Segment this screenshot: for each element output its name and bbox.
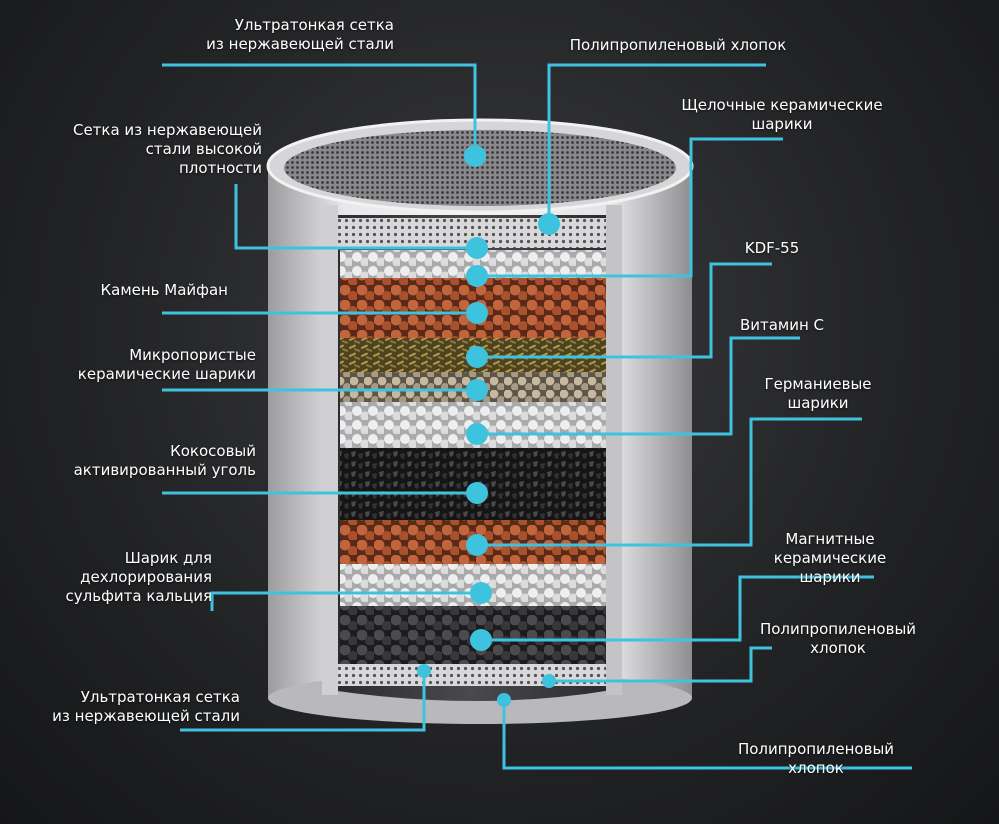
label-microporous-balls: Микропористые керамические шарики [77,346,256,383]
label-ultra-mesh-bottom: Ультратонкая сетка из нержавеющей стали [52,688,240,725]
inner-wall-left [322,205,338,695]
marker-dot [466,265,488,287]
label-germanium-balls: Германиевые шарики [764,375,872,412]
label-pp-cotton-mid: Полипропиленовый хлопок [759,620,917,657]
marker-dot [466,423,488,445]
label-coconut-carbon: Кокосовый активированный уголь [73,442,256,479]
marker-dot [466,237,488,259]
top-mesh [284,130,676,206]
marker-dot [466,379,488,401]
leader-pp-cotton-bottom [502,700,912,770]
label-vitamin-c: Витамин С [739,316,825,334]
label-alkaline-balls: Щелочные керамические шарики [681,96,883,133]
leader-kdf55 [477,262,772,359]
leader-ultra-mesh-bottom [180,671,426,732]
label-kdf55: KDF-55 [744,239,800,257]
leader-magnetic [481,575,874,642]
label-maifan-stone: Камень Майфан [100,281,228,299]
label-magnetic-balls: Магнитные керамические шарики [773,530,887,586]
inner-wall-right [606,205,622,695]
leader-pp-cotton-mid [549,646,772,683]
marker-dot [497,693,511,707]
label-pp-cotton-top: Полипропиленовый хлопок [569,36,787,54]
leader-alkaline [477,137,783,278]
marker-dot [538,213,560,235]
pp-cotton-bottom-layer [336,664,608,686]
leader-ultra-mesh-top [162,63,477,156]
marker-dot [466,302,488,324]
marker-dot [466,534,488,556]
marker-dots [417,145,560,707]
label-sulfite-ball: Шарик для дехлорирования сульфита кальци… [65,549,212,605]
marker-dot [470,629,492,651]
marker-dot [466,482,488,504]
marker-dot [470,582,492,604]
label-pp-cotton-bottom: Полипропиленовый хлопок [737,740,895,777]
leader-germanium [477,417,862,547]
marker-dot [466,346,488,368]
marker-dot [542,674,556,688]
leader-lines [162,63,912,770]
label-ultra-mesh-top: Ультратонкая сетка из нержавеющей стали [206,16,394,53]
leader-dense-mesh [234,184,477,250]
label-dense-mesh: Сетка из нержавеющей стали высокой плотн… [72,121,262,177]
leader-pp-cotton-top [547,63,766,224]
leader-vitamin-c [477,336,800,436]
marker-dot [417,664,431,678]
marker-dot [464,145,486,167]
leader-sulfite [210,591,481,611]
